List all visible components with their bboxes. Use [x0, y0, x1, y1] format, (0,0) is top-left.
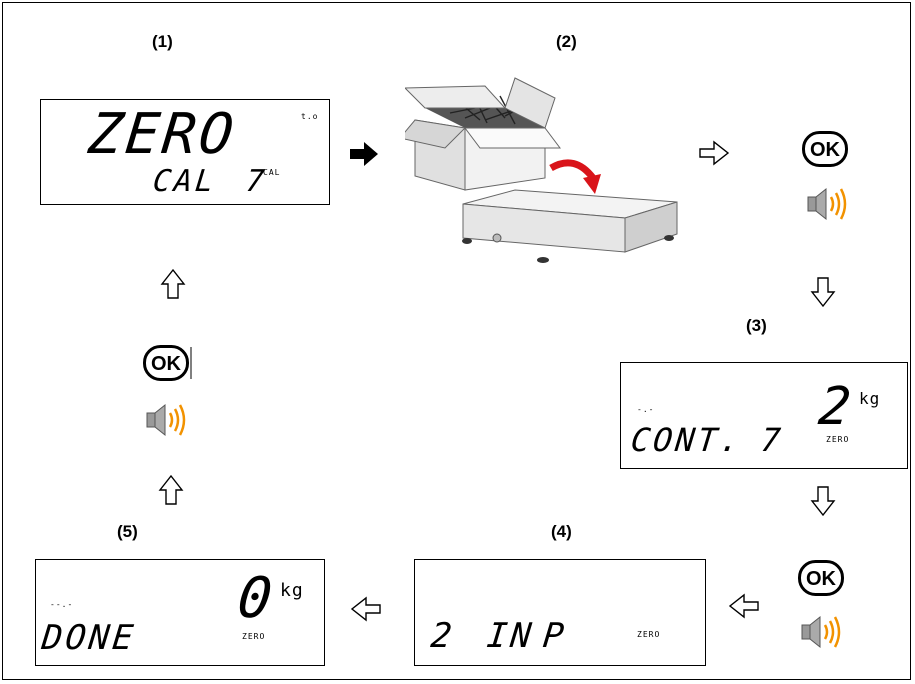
arrow-right-icon — [698, 140, 730, 166]
display3-main-number: 7 — [759, 421, 785, 459]
ok-button-icon: OK — [802, 131, 848, 167]
svg-text:OK: OK — [151, 353, 182, 375]
box-of-nails-icon — [405, 68, 565, 198]
step-label-2: (2) — [556, 32, 577, 52]
ok-button-icon: OK — [143, 345, 193, 381]
svg-text:OK: OK — [806, 568, 837, 590]
step-label-4: (4) — [551, 522, 572, 542]
lcd-display-4: 2 IN P ZERO — [414, 559, 706, 666]
display3-zero-tag: ZERO — [826, 435, 849, 444]
arrow-left-icon — [350, 596, 382, 622]
display5-indicator: --.- — [50, 600, 73, 609]
display3-main-text: CONT. — [629, 421, 744, 459]
ok-button-icon: OK — [798, 560, 844, 596]
svg-text:OK: OK — [810, 139, 841, 161]
speaker-beep-icon — [800, 614, 842, 650]
arrow-down-icon — [810, 276, 836, 308]
arrow-up-icon — [158, 474, 184, 506]
display4-main-text-b: IN — [485, 616, 536, 656]
arrow-left-icon — [728, 593, 760, 619]
display1-main-text: ZERO — [86, 102, 240, 167]
platform-scale-icon — [455, 186, 685, 268]
display4-main-text: 2 — [429, 616, 457, 656]
display1-corner-text: t.o — [301, 112, 318, 121]
step-label-3: (3) — [746, 316, 767, 336]
display1-sub-text: CAL — [151, 164, 218, 199]
speaker-beep-icon — [806, 186, 848, 222]
display5-main-text: DONE — [40, 618, 138, 658]
step-label-1: (1) — [152, 32, 173, 52]
arrow-up-icon — [160, 268, 186, 300]
lcd-display-1: ZERO t.o CAL 7 CAL — [40, 99, 330, 205]
speaker-beep-icon — [145, 402, 187, 438]
display4-zero-tag: ZERO — [637, 630, 660, 639]
display5-zero-tag: ZERO — [242, 632, 265, 641]
arrow-right-filled-icon — [348, 141, 380, 167]
display4-main-text-c: P — [541, 616, 569, 656]
lcd-display-5: --.- DONE 0 kg ZERO — [35, 559, 325, 666]
lcd-display-3: -.- CONT. 7 2 kg ZERO — [620, 362, 908, 469]
display1-small-text: CAL — [263, 168, 280, 177]
arrow-down-icon — [810, 485, 836, 517]
display3-weight-value: 2 — [816, 377, 857, 437]
display3-unit: kg — [859, 389, 880, 408]
step-label-5: (5) — [117, 522, 138, 542]
display5-unit: kg — [280, 580, 304, 601]
display3-indicator: -.- — [637, 405, 654, 414]
display5-weight-value: 0 — [235, 566, 279, 631]
